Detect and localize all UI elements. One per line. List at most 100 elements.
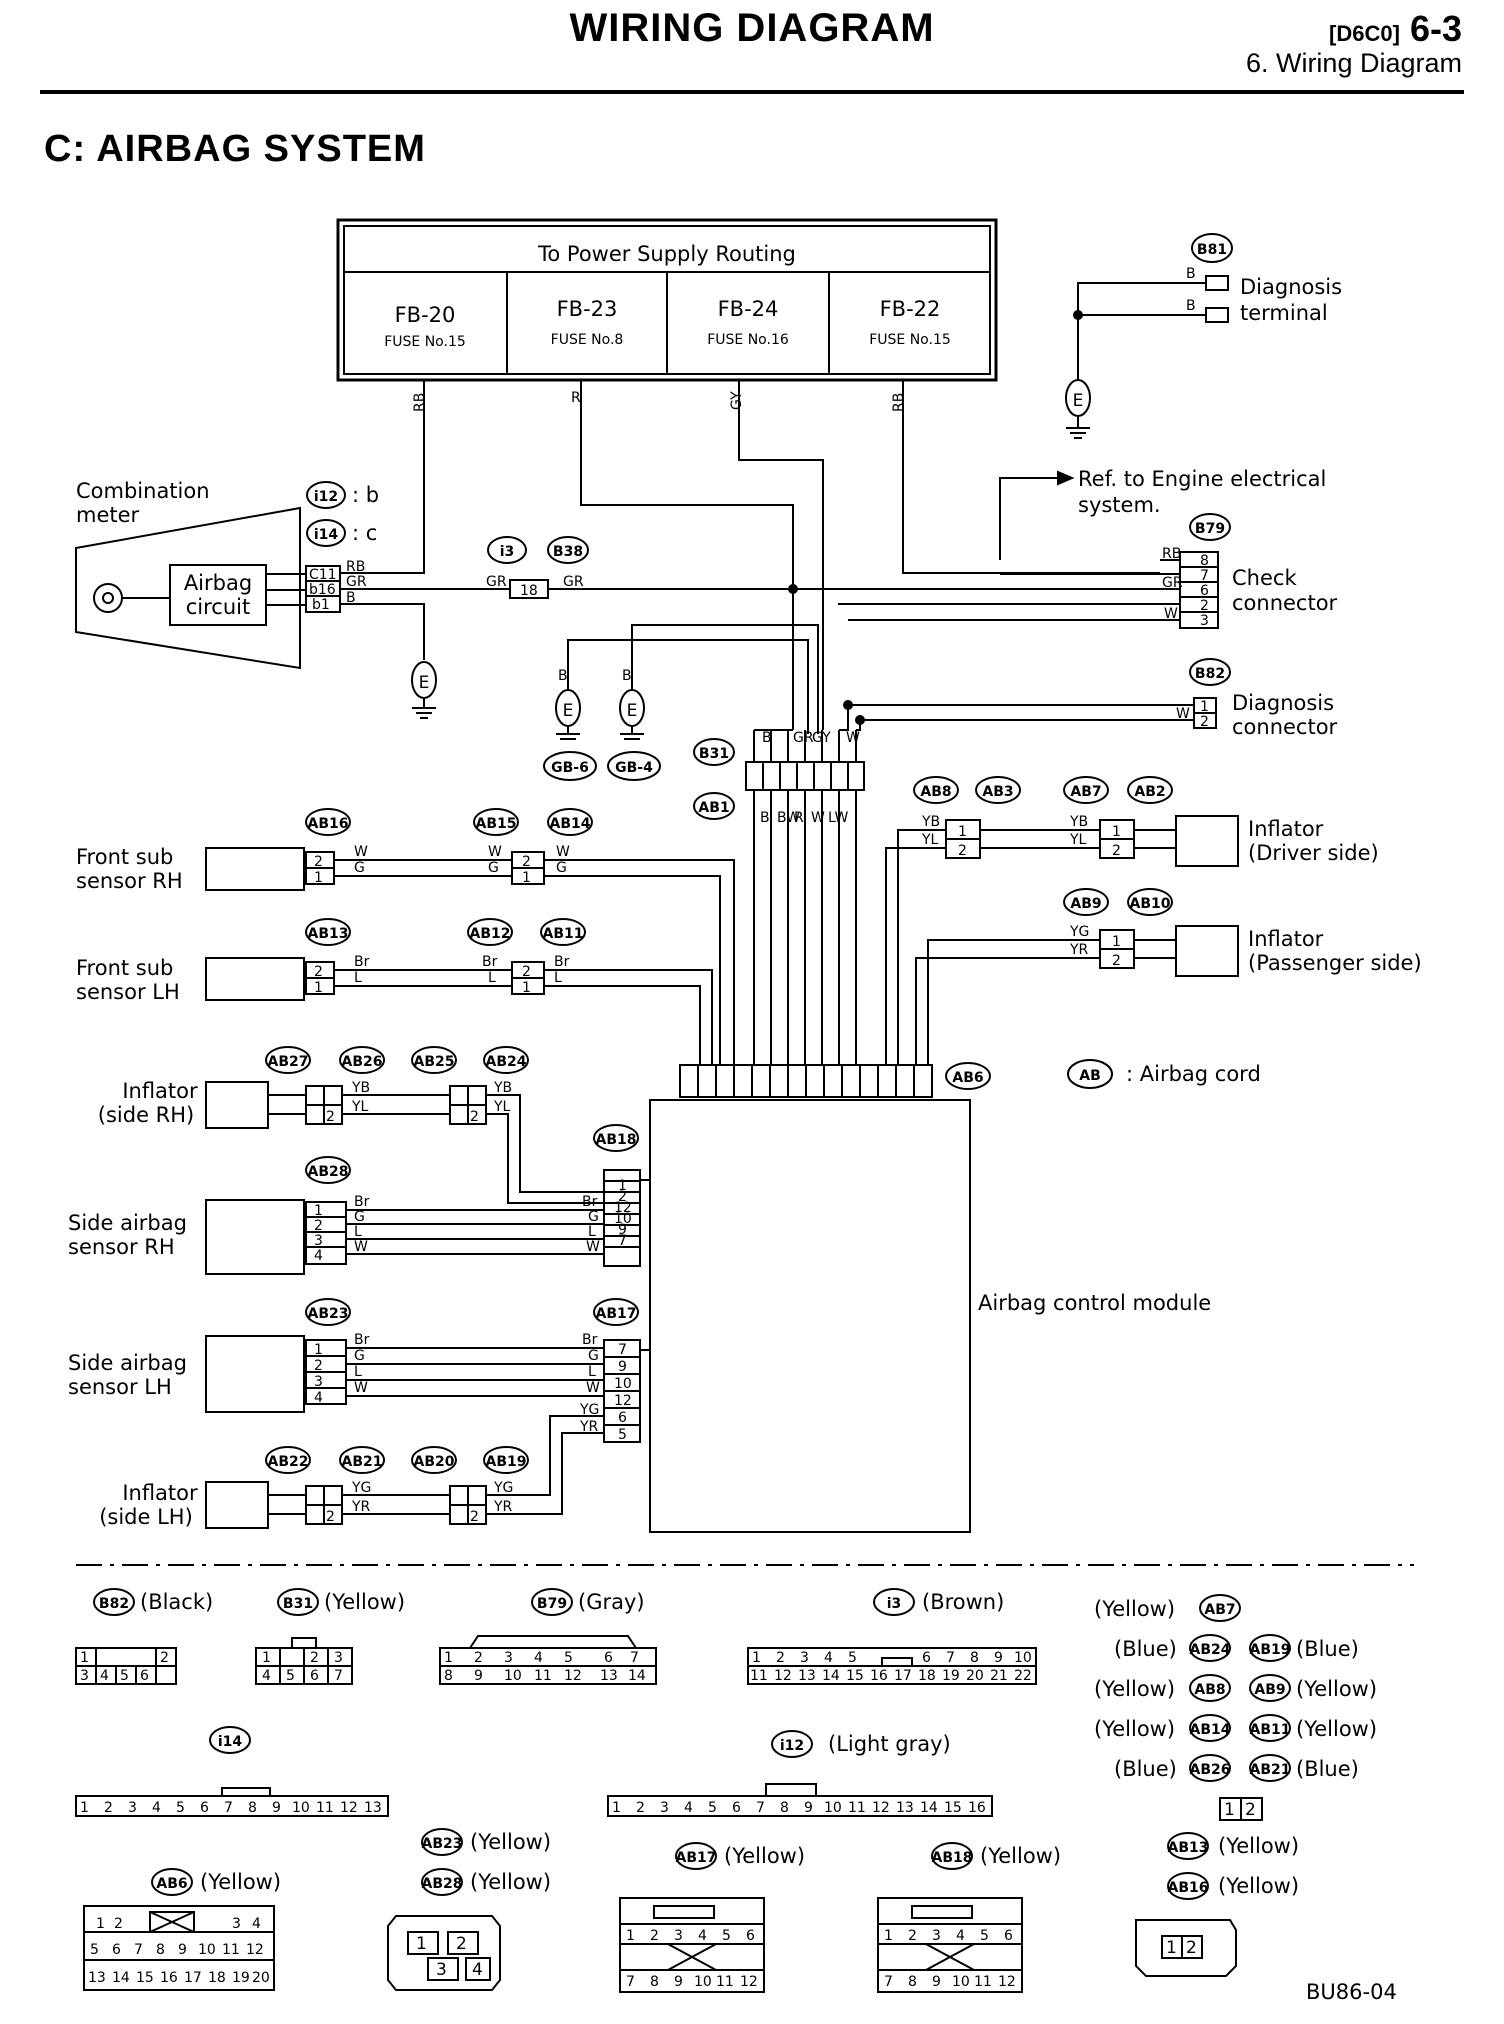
wire-color-label: L [354, 970, 362, 986]
wire-color-label: YL [1069, 832, 1087, 848]
inflator-driver-label: (Driver side) [1248, 841, 1379, 865]
svg-text:12: 12 [564, 1668, 582, 1684]
connector-id: AB25 [414, 1054, 455, 1070]
inflator-driver-label: Inflator [1248, 817, 1324, 841]
connector-id: AB23 [308, 1306, 349, 1322]
svg-text:1: 1 [444, 1650, 453, 1666]
svg-text:1: 1 [884, 1928, 893, 1944]
connector-id: i12 [780, 1738, 804, 1754]
connector-id: AB17 [596, 1306, 637, 1322]
wire-color-label: YB [921, 814, 940, 830]
svg-text:1: 1 [522, 870, 531, 886]
svg-text:1: 1 [314, 1342, 323, 1358]
connector-id: AB18 [596, 1132, 637, 1148]
pin-label: 2 [1200, 598, 1209, 614]
svg-text:1: 1 [1224, 1800, 1235, 1820]
svg-text:13: 13 [896, 1800, 914, 1816]
svg-text:5: 5 [708, 1800, 717, 1816]
connector-id: AB24 [1190, 1642, 1231, 1658]
fuse-number: FUSE No.16 [707, 332, 789, 348]
svg-text:12: 12 [998, 1974, 1016, 1990]
svg-text:10: 10 [292, 1800, 310, 1816]
pin-label: 18 [520, 583, 538, 599]
svg-text:2: 2 [470, 1509, 479, 1525]
legend-color: (Yellow) [1218, 1874, 1299, 1898]
connector-id: AB26 [342, 1054, 383, 1070]
connector-ab17: AB17 7 9 10 12 6 5 [593, 1298, 650, 1443]
wire-color-label: YG [493, 1480, 513, 1496]
connector-id: i3 [500, 544, 515, 560]
svg-text:3: 3 [314, 1233, 323, 1249]
wire-color-label: GY [729, 391, 745, 410]
connector-id: B82 [99, 1596, 129, 1612]
wire-color-label: YL [351, 1099, 369, 1115]
svg-text:4: 4 [472, 1960, 483, 1980]
connector-id: AB21 [1250, 1762, 1291, 1778]
svg-text:10: 10 [614, 1376, 632, 1392]
svg-text:4: 4 [684, 1800, 693, 1816]
legend-color: (Yellow) [200, 1870, 281, 1894]
wire-color-label: B [760, 810, 770, 826]
wire-color-label: RB [891, 393, 907, 412]
svg-text:2: 2 [314, 964, 323, 980]
legend-color: (Yellow) [724, 1844, 805, 1868]
svg-text:3: 3 [436, 1960, 447, 1980]
svg-text:2: 2 [1245, 1800, 1256, 1820]
wire-color-label: YG [351, 1480, 371, 1496]
legend-color: (Yellow) [1094, 1677, 1175, 1701]
connector-id: AB19 [486, 1454, 527, 1470]
pin-label: 3 [1200, 613, 1209, 629]
ref-engine-label: system. [1078, 493, 1161, 517]
legend-color: (Yellow) [324, 1590, 405, 1614]
wire-color-label: B [1186, 266, 1196, 282]
svg-text:14: 14 [112, 1970, 130, 1986]
svg-text:6: 6 [618, 1410, 627, 1426]
svg-text:17: 17 [184, 1970, 202, 1986]
svg-text:10: 10 [694, 1974, 712, 1990]
connector-id: AB28 [308, 1164, 349, 1180]
svg-text:16: 16 [160, 1970, 178, 1986]
wire-color-label: W [586, 1380, 600, 1396]
connector-id: AB28 [422, 1876, 463, 1892]
svg-text:3: 3 [80, 1668, 89, 1684]
connector-id: i3 [887, 1596, 902, 1612]
wire-color-label: G [588, 1209, 599, 1225]
svg-text:18: 18 [918, 1668, 936, 1684]
svg-text:13: 13 [88, 1970, 106, 1986]
fuse-block-name: FB-20 [395, 303, 456, 327]
svg-text:14: 14 [822, 1668, 840, 1684]
wire-color-label: G [488, 860, 499, 876]
svg-text:4: 4 [262, 1668, 271, 1684]
front-sub-sensor-lh: Front sub sensor LH AB13 21 AB12 AB11 21… [76, 918, 713, 1065]
wire-color-label: B [622, 668, 632, 684]
svg-text:13: 13 [600, 1668, 618, 1684]
svg-text:1: 1 [522, 980, 531, 996]
svg-text:3: 3 [674, 1928, 683, 1944]
svg-text:2: 2 [160, 1650, 169, 1666]
pin-label: 7 [1200, 568, 1209, 584]
pin-label: 8 [1200, 553, 1209, 569]
svg-text:4: 4 [152, 1800, 161, 1816]
svg-text:15: 15 [136, 1970, 154, 1986]
wire-color-label: G [588, 1348, 599, 1364]
pin-label: 6 [1200, 583, 1209, 599]
wire-color-label: YR [493, 1499, 513, 1515]
connector-ab18: AB18 1 2 12 10 9 7 [593, 1124, 650, 1267]
legend-color: (Yellow) [470, 1830, 551, 1854]
svg-text:9: 9 [618, 1222, 627, 1238]
svg-text:3: 3 [128, 1800, 137, 1816]
wire-color-label: W [354, 1380, 368, 1396]
airbag-circuit-label: circuit [186, 595, 250, 619]
wire-color-label: YB [493, 1080, 512, 1096]
svg-text:12: 12 [614, 1393, 632, 1409]
inflator-passenger-label: (Passenger side) [1248, 951, 1422, 975]
svg-text:8: 8 [650, 1974, 659, 1990]
fuse-block-name: FB-24 [718, 297, 779, 321]
svg-text:11: 11 [534, 1668, 552, 1684]
connector-id: AB8 [920, 784, 951, 800]
svg-text:2: 2 [314, 854, 323, 870]
connector-id: AB14 [550, 816, 591, 832]
front-sub-rh-label: Front sub [76, 845, 173, 869]
svg-text:5: 5 [90, 1942, 99, 1958]
